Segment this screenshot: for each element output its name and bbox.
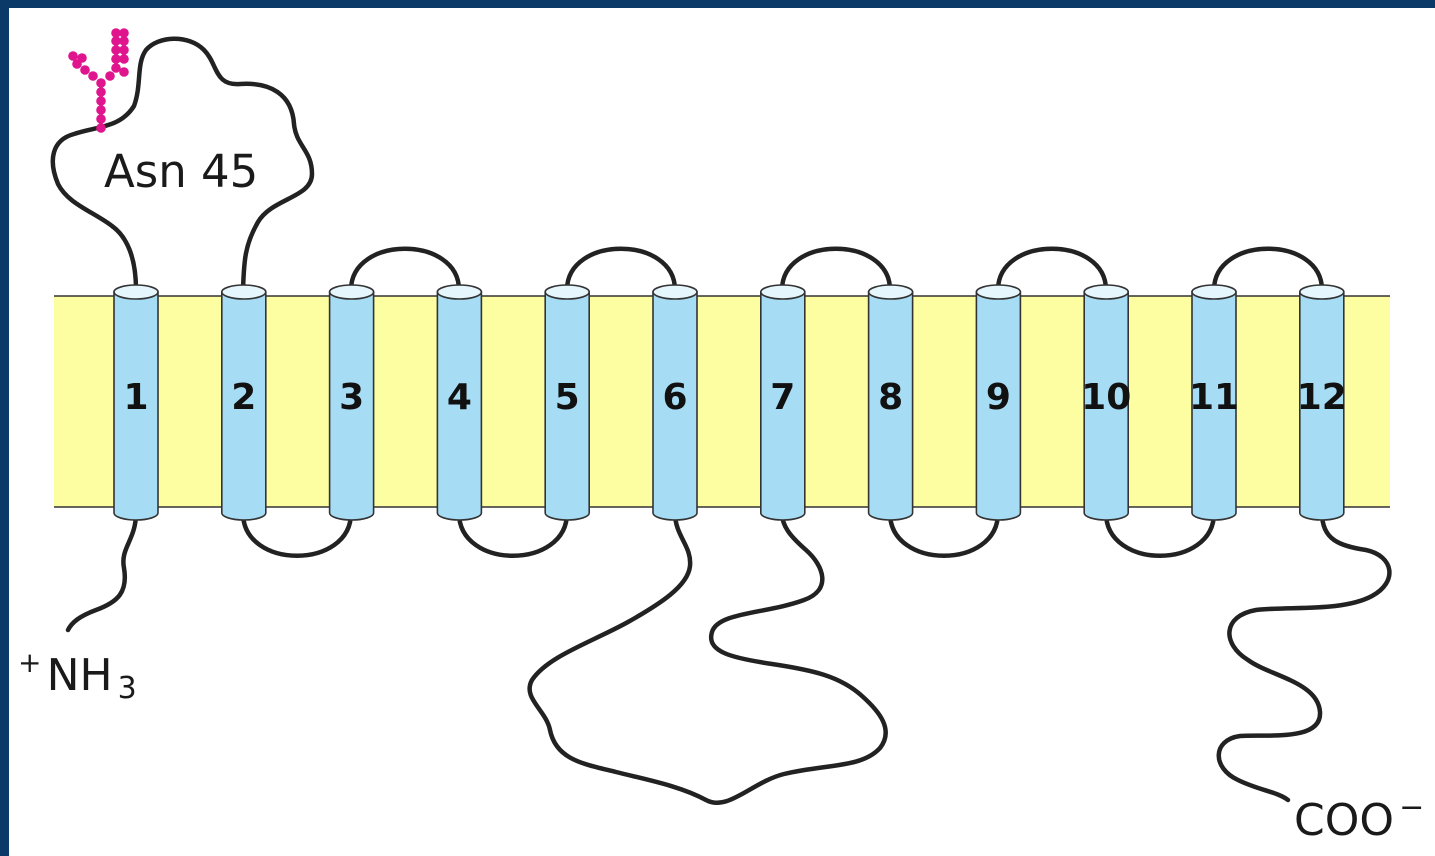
extracellular-loop-5-6	[567, 249, 675, 290]
cytoplasmic-loop-10-11	[1106, 513, 1214, 556]
n-terminus-charge: +	[18, 646, 41, 679]
helix-number-label: 1	[123, 377, 148, 418]
helix-8: 8	[869, 285, 913, 520]
helix-4: 4	[437, 285, 481, 520]
cytoplasmic-loop-6-7	[530, 513, 886, 803]
helix-12: 12	[1297, 285, 1347, 520]
helix-top-cap	[1192, 285, 1236, 299]
helix-number-label: 4	[447, 377, 472, 418]
helix-7: 7	[761, 285, 805, 520]
helix-top-cap	[545, 285, 589, 299]
n-terminal-tail	[68, 513, 136, 630]
helix-6: 6	[653, 285, 697, 520]
n-terminus-label: + NH 3	[18, 646, 137, 706]
helix-1: 1	[114, 285, 158, 520]
helix-top-cap	[330, 285, 374, 299]
n-terminus-subscript: 3	[118, 671, 137, 706]
helix-number-label: 5	[555, 377, 580, 418]
helix-9: 9	[976, 285, 1020, 520]
branched-oligosaccharide-icon	[68, 28, 129, 133]
c-terminal-tail	[1219, 513, 1390, 800]
c-terminus-base: COO	[1294, 795, 1394, 846]
helix-top-cap	[761, 285, 805, 299]
helix-top-cap	[653, 285, 697, 299]
helix-10: 10	[1081, 285, 1131, 520]
extracellular-loop-11-12	[1214, 249, 1322, 290]
helix-2: 2	[222, 285, 266, 520]
helix-number-label: 10	[1081, 377, 1131, 418]
helix-number-label: 2	[231, 377, 256, 418]
cytoplasmic-loop-2-3	[243, 513, 351, 556]
helix-number-label: 7	[770, 377, 795, 418]
helix-11: 11	[1189, 285, 1239, 520]
c-terminus-charge: −	[1399, 790, 1424, 825]
helix-number-label: 12	[1297, 377, 1347, 418]
helix-5: 5	[545, 285, 589, 520]
helix-number-label: 8	[878, 377, 903, 418]
helix-number-label: 11	[1189, 377, 1239, 418]
helix-3: 3	[330, 285, 374, 520]
helix-number-label: 9	[986, 377, 1011, 418]
helix-number-label: 6	[662, 377, 687, 418]
helix-top-cap	[976, 285, 1020, 299]
extracellular-loop-9-10	[998, 249, 1106, 290]
extracellular-loop-3-4	[351, 249, 459, 290]
helix-top-cap	[1084, 285, 1128, 299]
helix-top-cap	[869, 285, 913, 299]
n-terminus-base: NH	[47, 650, 113, 701]
helix-top-cap	[1300, 285, 1344, 299]
c-terminus-label: COO −	[1294, 790, 1424, 846]
cytoplasmic-loop-4-5	[459, 513, 567, 556]
extracellular-loop-7-8	[782, 249, 890, 290]
helix-top-cap	[114, 285, 158, 299]
cytoplasmic-loop-8-9	[890, 513, 998, 556]
glycosylation-site-label: Asn 45	[104, 145, 258, 198]
helix-top-cap	[222, 285, 266, 299]
helix-number-label: 3	[339, 377, 364, 418]
helix-top-cap	[437, 285, 481, 299]
